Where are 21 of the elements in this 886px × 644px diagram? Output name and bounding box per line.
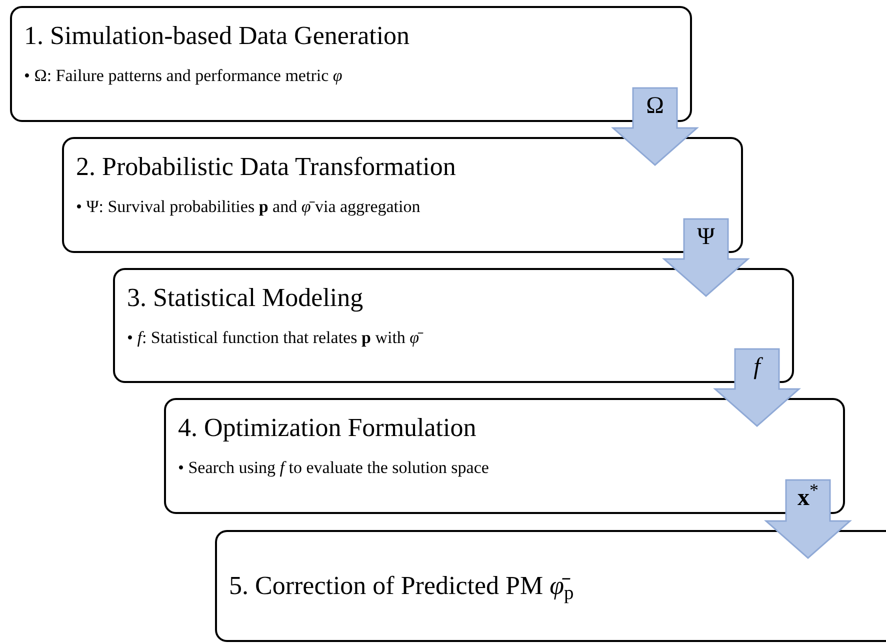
step-title: 2. Probabilistic Data Transformation [76, 151, 456, 183]
edge-label: x$^{*}$ [798, 484, 818, 512]
block-arrow [713, 348, 801, 427]
process-box [215, 530, 886, 642]
block-arrow [611, 87, 699, 166]
step-title: 5. Correction of Predicted PM φ̄$_{p}$ [229, 570, 574, 606]
process-box [10, 6, 692, 122]
step-description: • Search using f to evaluate the solution space [178, 457, 489, 479]
step-title: 4. Optimization Formulation [178, 412, 476, 444]
step-description: • Ω: Failure patterns and performance metric φ [24, 65, 342, 87]
edge-label: Ω [646, 92, 664, 120]
step-title: 1. Simulation-based Data Generation [24, 20, 410, 52]
process-box [164, 398, 845, 514]
block-arrow [662, 218, 750, 297]
step-description: • Ψ: Survival probabilities p and φ̄ via aggregation [76, 196, 420, 218]
edge-label: f [754, 353, 760, 381]
process-box [113, 268, 794, 383]
edge-label: Ψ [697, 223, 715, 251]
block-arrow [764, 479, 852, 559]
step-title: 3. Statistical Modeling [127, 282, 364, 314]
process-box [62, 137, 743, 253]
